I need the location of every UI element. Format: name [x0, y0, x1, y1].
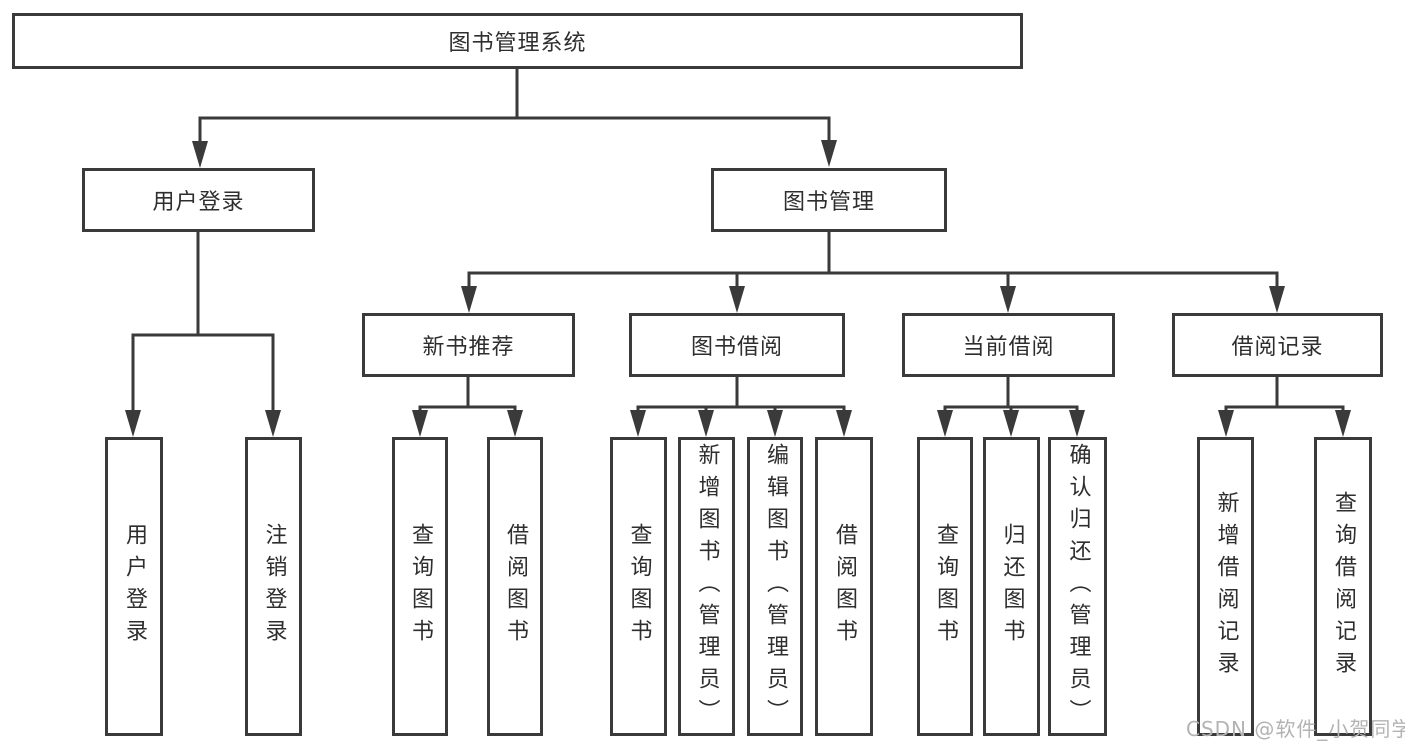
node-new-book-recommend: 新书推荐 [362, 313, 575, 377]
csdn-watermark: CSDN @软件_小贺同学 [1186, 717, 1405, 741]
leaf-label: 查询图书 [408, 522, 433, 651]
connector-book-borrow [630, 377, 852, 437]
node-book-management: 图书管理 [711, 168, 947, 232]
leaf-label: 查询借阅记录 [1331, 490, 1356, 683]
leaf-label: 新增借阅记录 [1213, 490, 1239, 683]
leaf-return-book: 归还图书 [983, 437, 1040, 736]
connector-new-book-recommend [412, 377, 523, 437]
leaf-borrow-books-recommend: 借阅图书 [487, 437, 543, 736]
node-book-borrow: 图书借阅 [629, 313, 845, 377]
leaf-label: 查询图书 [933, 522, 958, 651]
leaf-confirm-return-admin: 确认归还（管理员） [1048, 437, 1107, 736]
connector-book-management [461, 232, 1285, 313]
leaf-label: 编辑图书（管理员） [763, 442, 788, 731]
node-current-borrow: 当前借阅 [902, 313, 1115, 377]
leaf-label: 新增图书（管理员） [694, 442, 720, 731]
leaf-query-books-recommend: 查询图书 [392, 437, 448, 736]
leaf-label: 查询图书 [626, 522, 652, 651]
leaf-add-borrow-record: 新增借阅记录 [1197, 437, 1254, 736]
leaf-edit-book-admin: 编辑图书（管理员） [747, 437, 803, 736]
leaf-query-books-current: 查询图书 [917, 437, 973, 736]
leaf-label: 用户登录 [122, 522, 147, 651]
leaf-logout: 注销登录 [245, 437, 302, 736]
leaf-label: 借阅图书 [503, 522, 528, 651]
leaf-add-book-admin: 新增图书（管理员） [678, 437, 735, 736]
leaf-label: 归还图书 [999, 522, 1025, 651]
leaf-query-books-borrow: 查询图书 [610, 437, 667, 736]
leaf-user-login: 用户登录 [105, 437, 163, 736]
leaf-borrow-books: 借阅图书 [815, 437, 873, 736]
leaf-label: 借阅图书 [832, 522, 857, 651]
connector-current-borrow [937, 377, 1085, 437]
node-root: 图书管理系统 [12, 13, 1023, 69]
connector-root [192, 69, 837, 168]
node-user-login: 用户登录 [82, 168, 315, 232]
leaf-query-borrow-record: 查询借阅记录 [1314, 437, 1372, 736]
connector-user-login [125, 232, 281, 437]
connector-borrow-records [1218, 377, 1351, 437]
node-borrow-records: 借阅记录 [1172, 313, 1383, 377]
leaf-label: 注销登录 [261, 522, 287, 651]
leaf-label: 确认归还（管理员） [1065, 442, 1091, 731]
